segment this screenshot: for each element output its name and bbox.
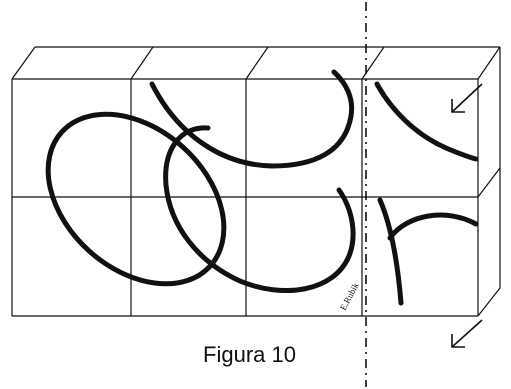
cube-grid xyxy=(11,46,501,317)
knot-curves xyxy=(45,69,479,306)
large-ellipse-curve xyxy=(45,111,227,287)
top-slant-1 xyxy=(11,46,36,80)
top-slant-3 xyxy=(245,46,269,80)
top-slant-2 xyxy=(130,46,154,80)
arrow-lower-icon xyxy=(451,319,483,348)
arrow-upper-icon xyxy=(451,83,483,113)
right-upper-curve xyxy=(374,81,479,162)
upper-arc-curve xyxy=(149,69,355,169)
top-slant-5 xyxy=(477,46,501,80)
right-crossing-arc xyxy=(387,212,479,241)
right-middle-slant xyxy=(477,167,501,198)
signature-text: E.Rubik xyxy=(338,281,361,312)
right-lower-arc xyxy=(377,197,404,306)
lower-loop-curve xyxy=(163,125,356,294)
right-bottom-slant xyxy=(477,287,501,317)
